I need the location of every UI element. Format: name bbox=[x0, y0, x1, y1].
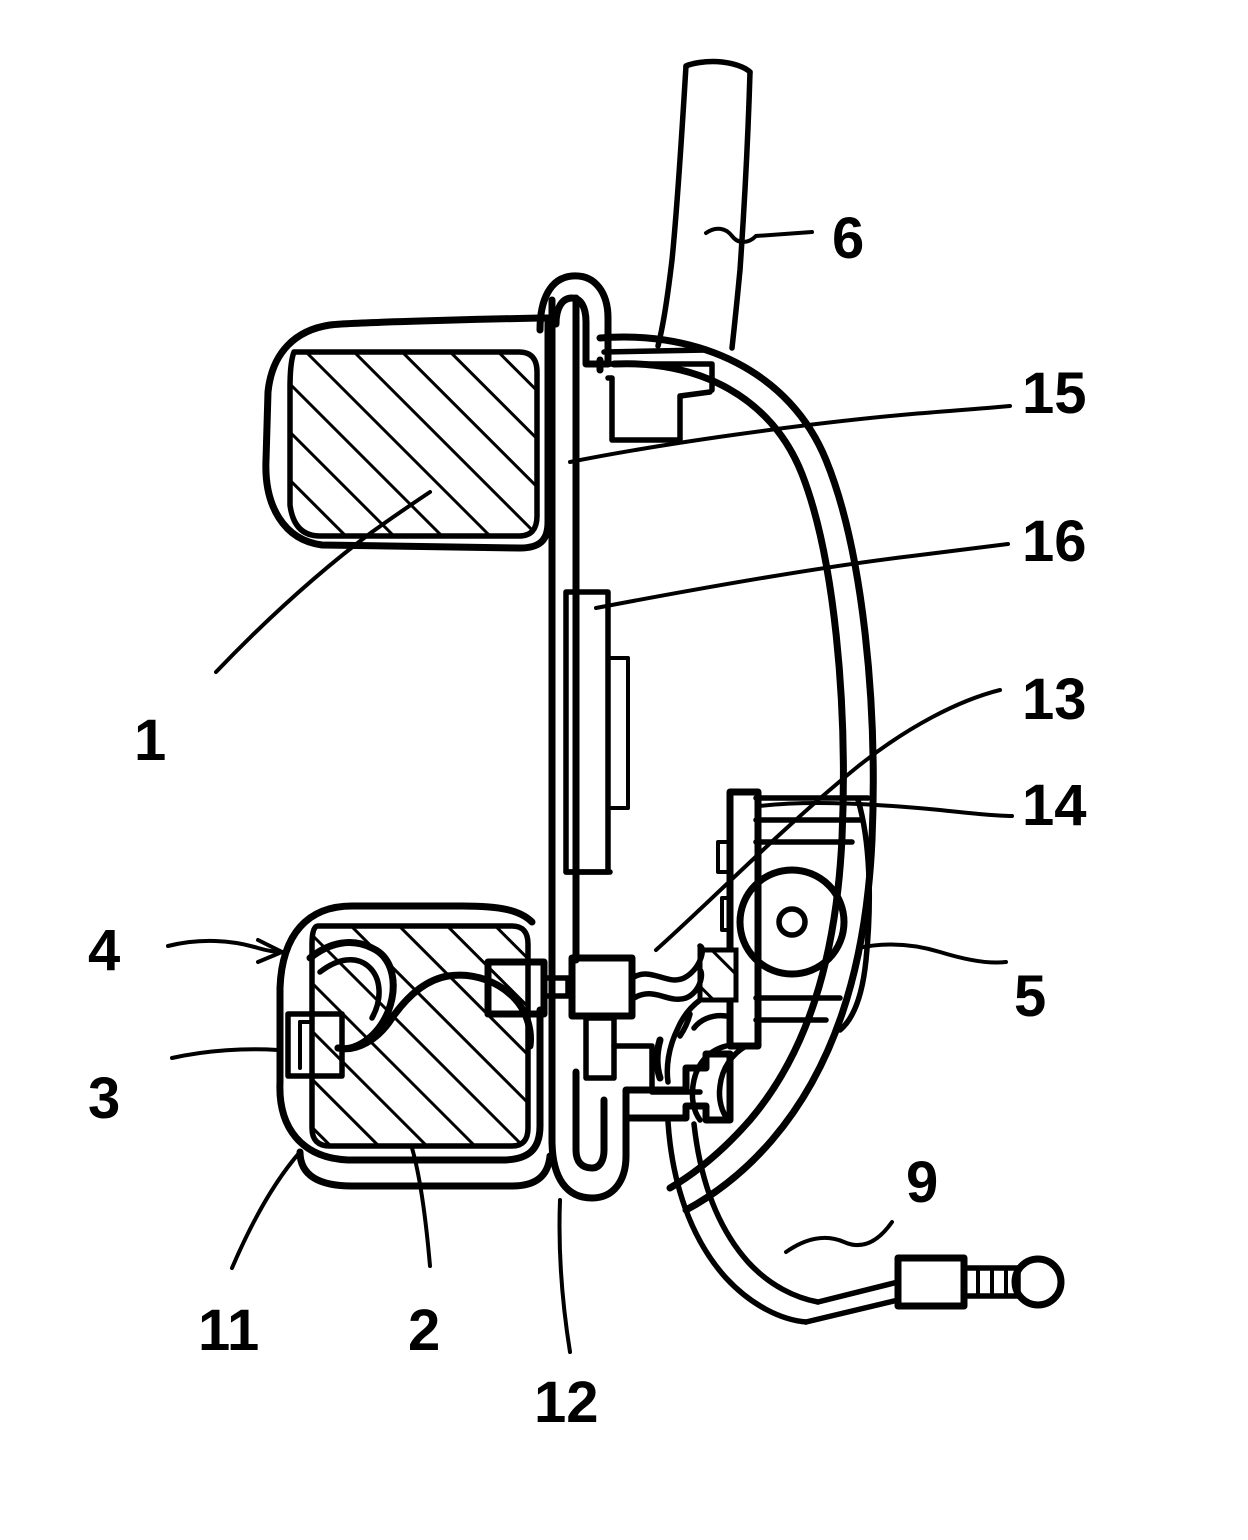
connector-probe bbox=[803, 1254, 1065, 1325]
reference-numeral-labels: 6 15 16 13 14 5 1 4 3 11 2 12 9 bbox=[88, 206, 1087, 1435]
ref-numeral-12: 12 bbox=[534, 1370, 599, 1435]
ref-numeral-6: 6 bbox=[832, 206, 864, 271]
inner-panel-flange bbox=[601, 347, 715, 443]
ref-numeral-2: 2 bbox=[408, 1298, 440, 1363]
upper-weatherstrip bbox=[262, 314, 552, 552]
bracket-wire-loop bbox=[689, 1043, 749, 1123]
ref-numeral-1: 1 bbox=[134, 708, 166, 773]
hatched-pad bbox=[697, 947, 739, 1003]
upper-harness-tube bbox=[655, 58, 753, 351]
ref-numeral-16: 16 bbox=[1022, 509, 1087, 574]
lower-weatherstrip bbox=[276, 902, 554, 1190]
ref-numeral-5: 5 bbox=[1014, 964, 1046, 1029]
ref-numeral-13: 13 bbox=[1022, 667, 1087, 732]
ref-numeral-15: 15 bbox=[1022, 361, 1087, 426]
leader-lines bbox=[166, 226, 1014, 1354]
center-post bbox=[536, 272, 630, 1202]
ref-numeral-11: 11 bbox=[198, 1298, 259, 1363]
outer-shell-curve bbox=[596, 333, 877, 1214]
ref-numeral-4: 4 bbox=[88, 918, 120, 983]
pivot-roller bbox=[736, 866, 848, 978]
ref-numeral-14: 14 bbox=[1022, 773, 1087, 838]
ref-numeral-9: 9 bbox=[906, 1150, 938, 1215]
wire-harness bbox=[629, 943, 821, 1325]
ref-numeral-3: 3 bbox=[88, 1066, 120, 1131]
retainer-block bbox=[563, 589, 630, 875]
